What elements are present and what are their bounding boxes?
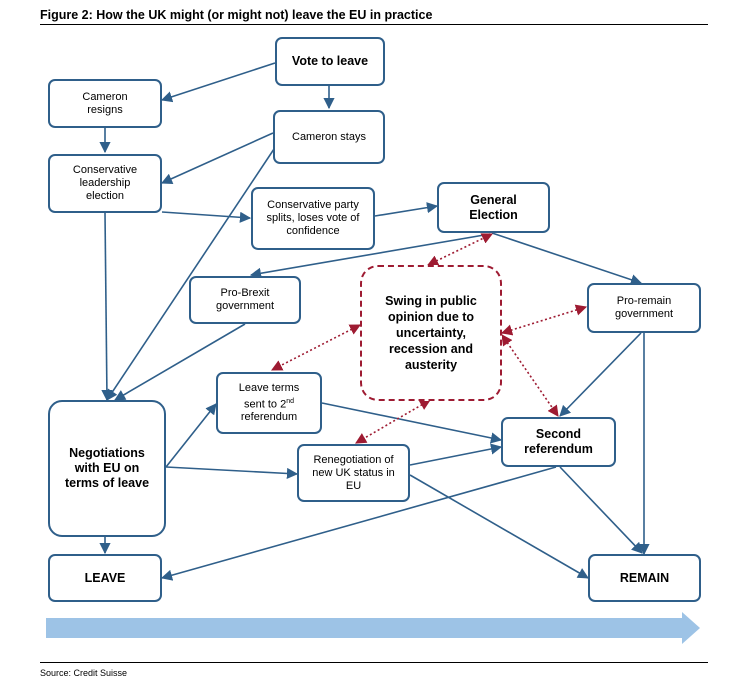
arrow-leaveterms-to-second [321,402,503,444]
node-cameron-resigns[interactable]: Cameron resigns [48,79,162,128]
arrow-stays-to-negotiations [106,145,277,401]
node-pro-brexit-government[interactable]: Pro-Brexit government [189,276,301,324]
node-leave-terms-sent-text: Leave terms sent to 2nd referendum [228,382,310,425]
arrow-stays-to-election [160,132,274,184]
dotted-arrow-swing-proremain [500,304,588,336]
node-renegotiation-label: Renegotiation of new UK status in EU [312,453,395,492]
node-second-referendum-label: Second referendum [524,427,593,456]
dotted-arrow-swing-general [426,233,494,266]
arrow-splits-to-general-election [374,202,439,217]
node-vote-to-leave[interactable]: Vote to leave [275,37,385,86]
arrow-renegotiation-to-second [409,443,503,466]
node-second-referendum[interactable]: Second referendum [501,417,616,467]
node-pro-remain-government[interactable]: Pro-remain government [587,283,701,333]
node-vote-to-leave-label: Vote to leave [291,54,369,68]
node-leave-terms-sent-sup: nd [286,397,294,405]
node-leave-terms-sent[interactable]: Leave terms sent to 2nd referendum [216,372,322,434]
arrow-election-to-splits [161,211,252,223]
node-negotiations-with-eu[interactable]: Negotiations with EU on terms of leave [48,400,166,537]
source-divider [40,662,708,663]
arrow-second-to-leave [160,466,557,581]
arrow-general-to-proremain [491,232,643,286]
node-remain[interactable]: REMAIN [588,554,701,602]
figure-title: Figure 2: How the UK might (or might not… [40,8,433,22]
node-pro-remain-government-label: Pro-remain government [614,295,674,320]
timeline-arrow [46,612,700,644]
node-leave-label: LEAVE [84,570,126,585]
node-conservative-party-splits-label: Conservative party splits, loses vote of… [266,199,360,237]
arrow-election-to-negotiations [101,212,113,402]
arrow-negotiations-to-leaveterms [165,403,217,468]
node-renegotiation[interactable]: Renegotiation of new UK status in EU [297,444,410,502]
arrow-negotiations-to-renegotiation [165,466,299,480]
source-note: Source: Credit Suisse [40,668,128,678]
node-pro-brexit-government-label: Pro-Brexit government [215,287,275,312]
node-cameron-stays[interactable]: Cameron stays [273,110,385,164]
node-cameron-stays-label: Cameron stays [292,130,366,143]
arrow-vote-to-resigns [160,62,276,103]
arrow-renegotiation-to-remain [409,474,589,579]
node-swing-in-public-opinion[interactable]: Swing in public opinion due to uncertain… [360,265,502,401]
dotted-arrow-swing-leaveterms [271,324,361,371]
dotted-arrow-swing-second [501,334,559,417]
dotted-arrow-swing-renegotiation [355,399,431,444]
node-conservative-leadership-election[interactable]: Conservative leadership election [48,154,162,213]
node-leave[interactable]: LEAVE [48,554,162,602]
node-leave-terms-sent-label: Leave terms sent to 2 [238,381,300,411]
arrow-proremain-to-second [559,332,642,417]
node-cameron-resigns-label: Cameron resigns [82,90,128,116]
title-divider [40,24,708,25]
node-general-election-label: General Election [469,192,518,222]
node-general-election[interactable]: General Election [437,182,550,233]
node-remain-label: REMAIN [619,570,670,585]
node-conservative-leadership-election-label: Conservative leadership election [72,164,138,202]
node-leave-terms-sent-tail: referendum [240,411,298,424]
arrow-probrexit-to-negotiations [114,323,246,401]
arrow-second-to-remain [559,466,643,554]
node-negotiations-with-eu-label: Negotiations with EU on terms of leave [64,446,150,490]
node-swing-in-public-opinion-label: Swing in public opinion due to uncertain… [385,294,477,372]
node-conservative-party-splits[interactable]: Conservative party splits, loses vote of… [251,187,375,250]
